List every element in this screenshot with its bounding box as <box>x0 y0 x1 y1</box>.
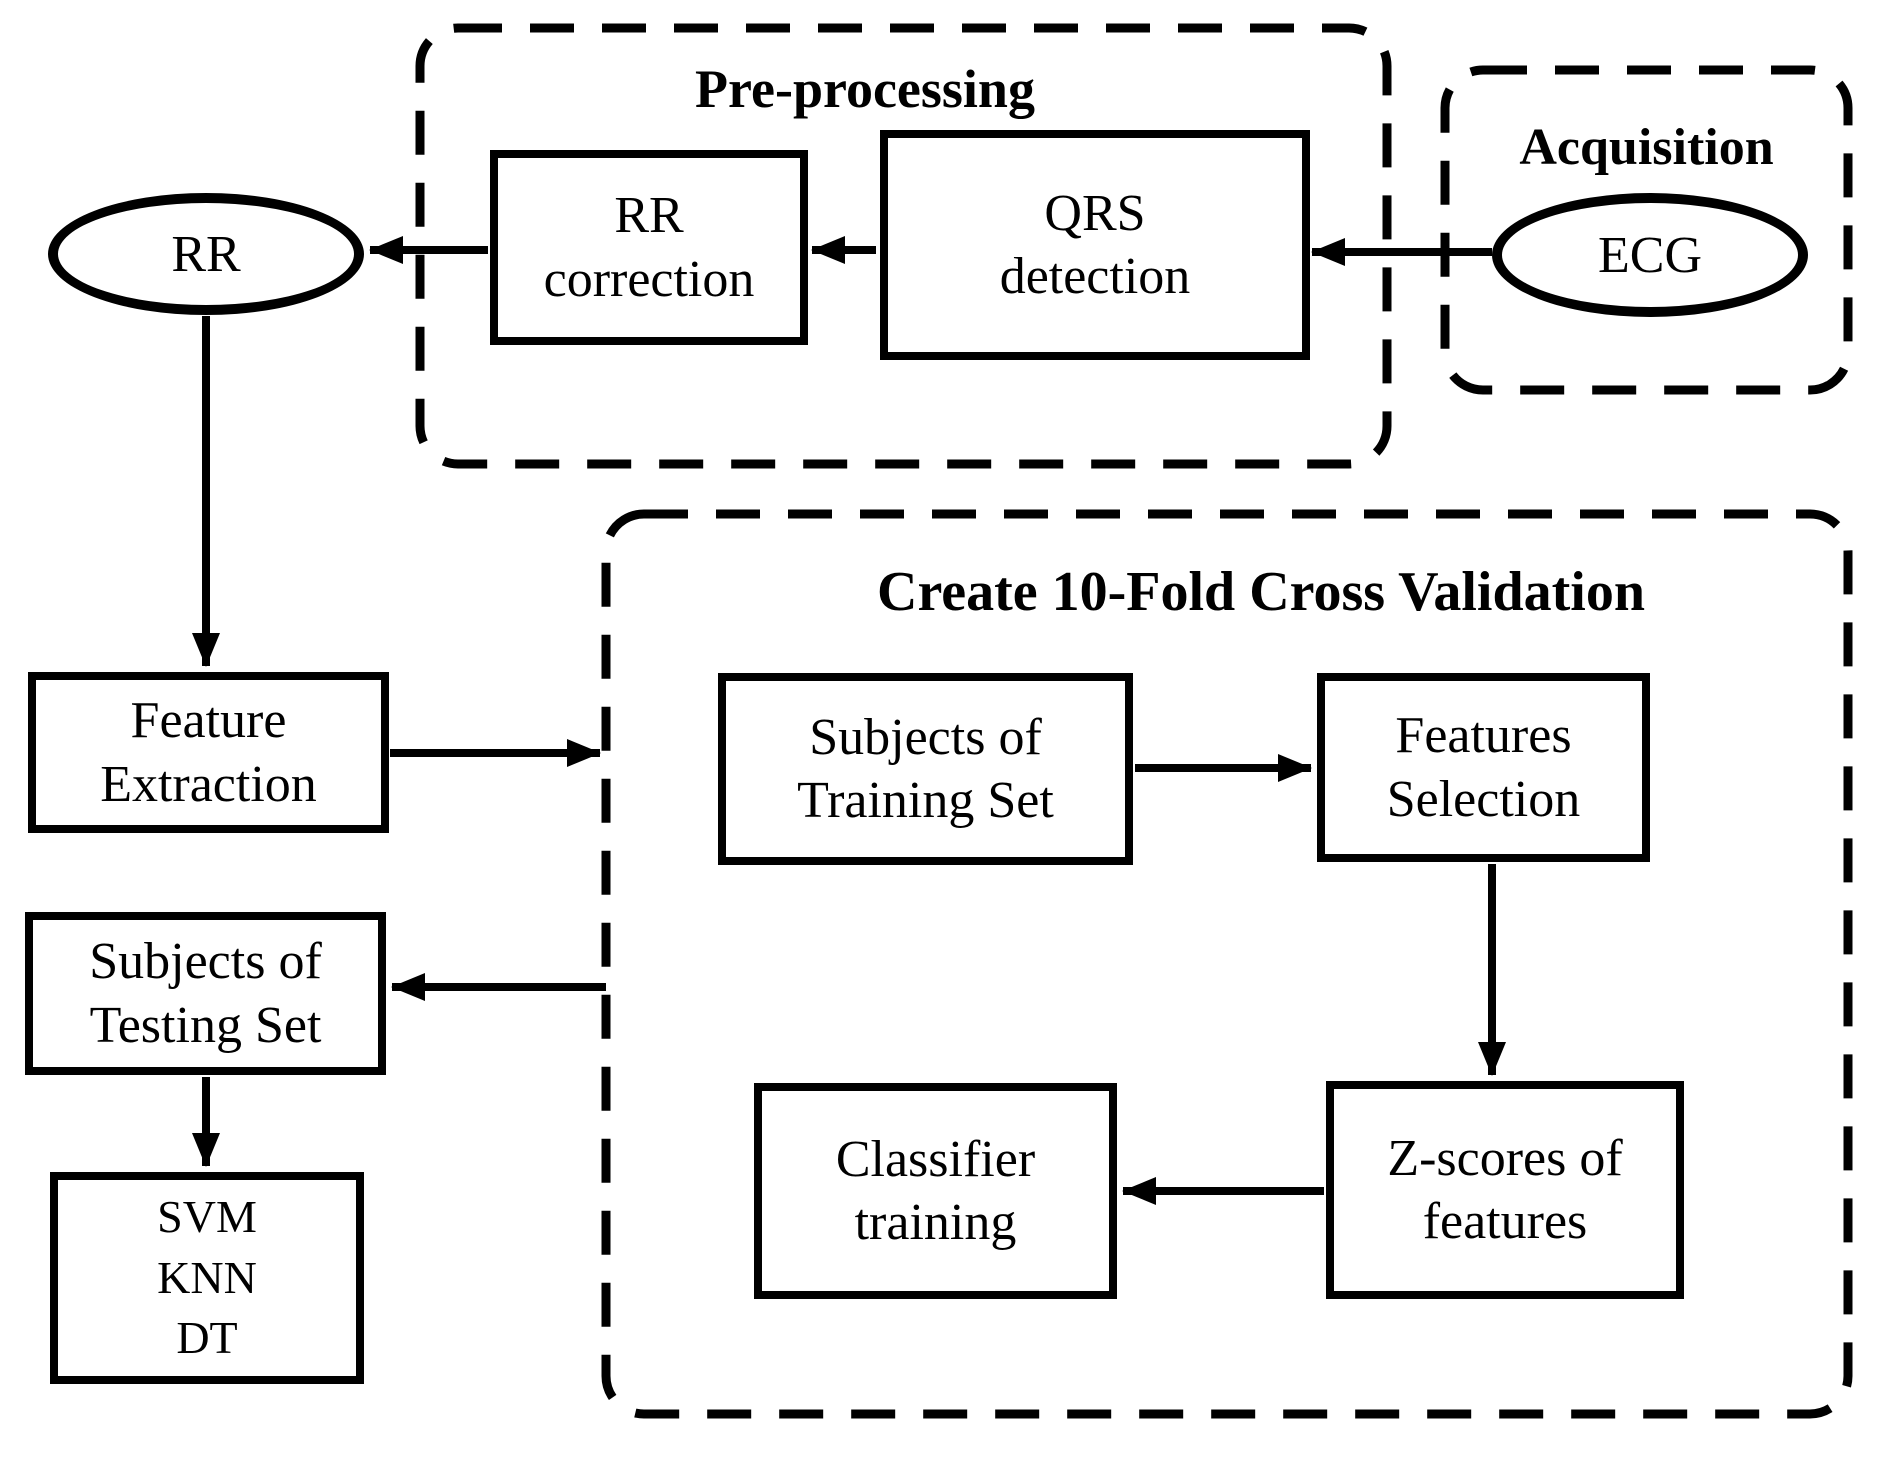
node-z-scores: Z-scores of features <box>1326 1081 1684 1299</box>
node-qrs-detection: QRS detection <box>880 130 1310 360</box>
cross-validation-group-border <box>601 509 1853 1419</box>
node-rr-correction: RR correction <box>490 150 808 345</box>
preprocessing-group-title: Pre-processing <box>695 59 1035 119</box>
node-feature-extraction: Feature Extraction <box>28 672 389 833</box>
acquisition-group-title: Acquisition <box>1519 119 1774 176</box>
preprocessing-group-border <box>415 23 1392 469</box>
node-ecg: ECG <box>1492 193 1808 317</box>
node-classifiers-svm-knn-dt: SVM KNN DT <box>50 1172 364 1384</box>
cross-validation-group-title: Create 10-Fold Cross Validation <box>877 561 1645 623</box>
acquisition-group-border <box>1440 65 1853 395</box>
node-classifier-training: Classifier training <box>754 1083 1117 1299</box>
node-subjects-training: Subjects of Training Set <box>718 673 1133 865</box>
node-subjects-testing: Subjects of Testing Set <box>25 912 386 1075</box>
node-rr: RR <box>48 193 364 315</box>
node-features-selection: Features Selection <box>1317 673 1650 862</box>
